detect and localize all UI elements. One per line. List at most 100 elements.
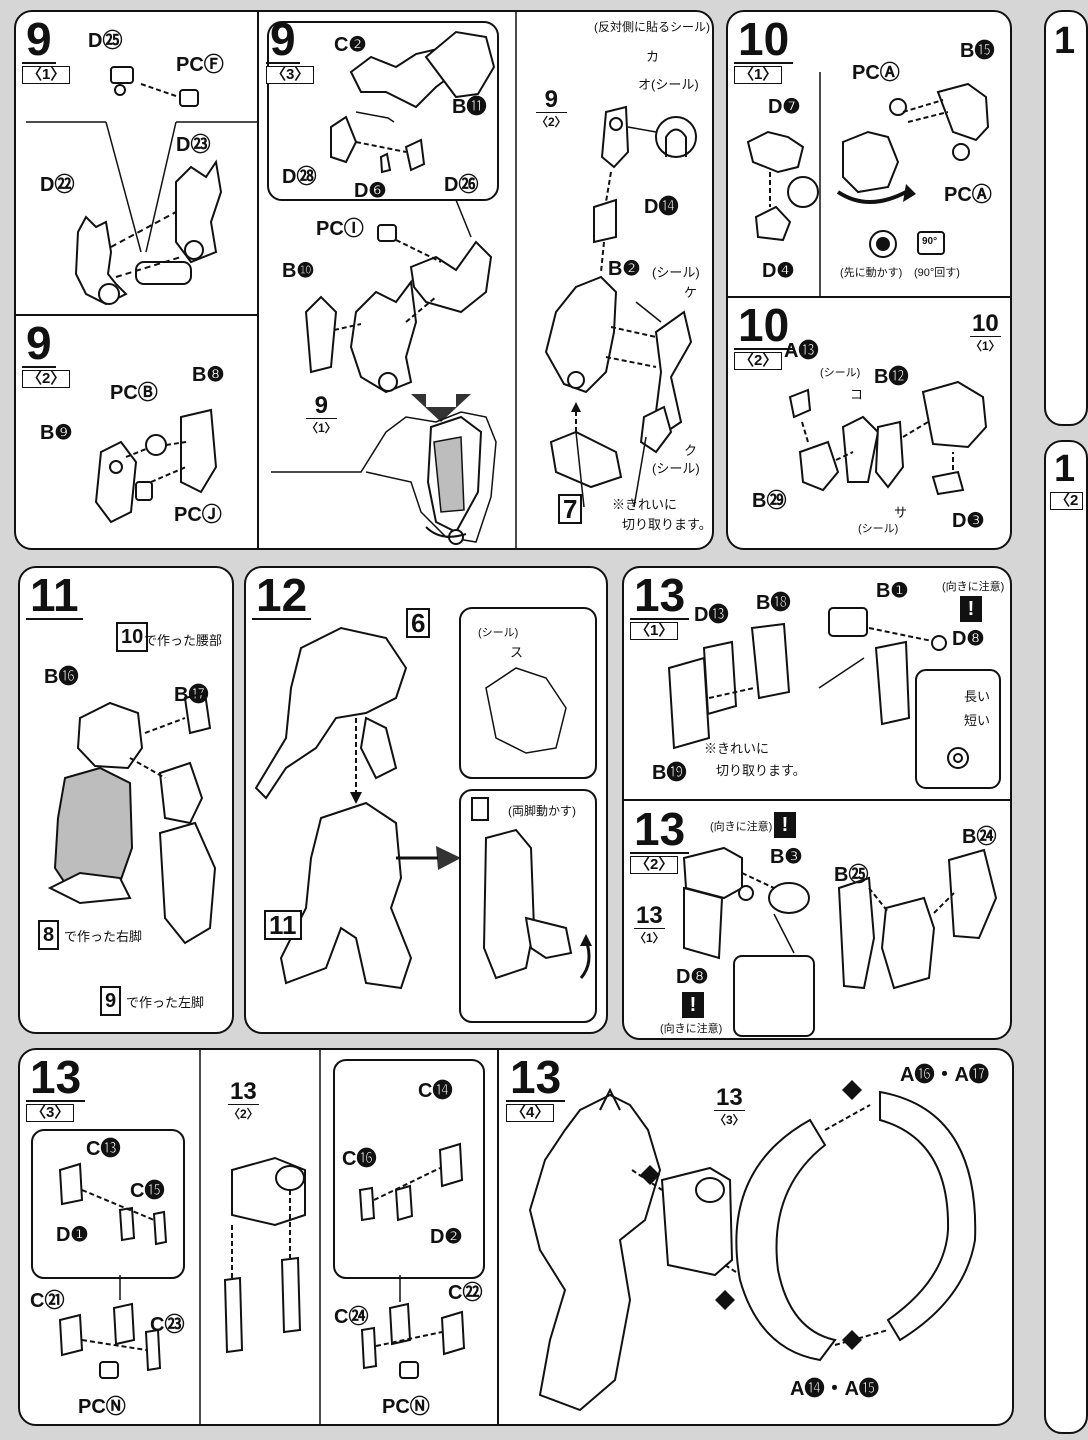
step-12-panel: 12 6 11 (シール) ス (両脚動かす) <box>244 566 608 1034</box>
step-13-panel-b: 13 〈3〉 C⓭ C⓯ D❶ C㉑ C㉓ PCⓃ C⓮ C⓰ D❷ C㉔ C㉒… <box>18 1048 1014 1426</box>
length-label: 長い <box>964 689 991 704</box>
part-label: B❸ <box>770 846 803 868</box>
part-label: PCⒷ <box>110 382 158 404</box>
step-number: 1 <box>1054 448 1076 490</box>
part-label: C❷ <box>334 34 367 56</box>
step-9-panel: 9 〈1〉 D㉕ PCⒻ D㉓ D㉒ 9 〈2〉 PCⒷ B❽ B❾ PCⒿ 9… <box>14 10 714 550</box>
sticker-label: (シール) <box>858 523 899 535</box>
substep-label: 〈2〉 <box>22 370 71 388</box>
substep-label: 〈3〉 <box>266 66 315 84</box>
part-label: D㉕ <box>88 30 123 52</box>
step-10-panel: 10 〈1〉 D❼ PCⒶ B⓯ PCⒶ D❹ (先に動かす) (90°回す) … <box>726 10 1012 550</box>
part-label: B❾ <box>40 422 73 444</box>
step-reference-9: 9 <box>100 986 122 1016</box>
sticker-code: コ <box>850 387 864 402</box>
part-label: PCⓃ <box>78 1396 126 1418</box>
part-label: A⓮・A⓯ <box>790 1378 879 1400</box>
cut-note: 切り取ります。 <box>622 517 712 532</box>
step-12-art <box>254 607 597 1023</box>
part-label: B㉙ <box>752 490 787 512</box>
ref-number: 13 <box>634 902 665 929</box>
part-label: D㉒ <box>40 174 75 196</box>
sticker-note: (反対側に貼るシール) <box>594 20 710 34</box>
step-number: 1 <box>1054 20 1076 62</box>
step-reference: 10 〈1〉 <box>970 312 1001 354</box>
part-label: D❻ <box>354 180 387 202</box>
substep-label: 〈3〉 <box>26 1104 75 1122</box>
part-label: C㉓ <box>150 1314 185 1336</box>
step-13b-art <box>31 1050 977 1424</box>
substep-label: 〈4〉 <box>506 1104 555 1122</box>
step-reference-6: 6 <box>406 608 431 638</box>
step-number: 10 <box>734 16 794 64</box>
substep-label: 〈1〉 <box>630 622 679 640</box>
step-11-panel: 11 10 で作った腰部 B⓰ B⓱ 8 で作った右脚 9 で作った左脚 <box>18 566 234 1034</box>
substep-label: 〈2〉 <box>630 856 679 874</box>
part-label: D⓭ <box>694 604 729 626</box>
part-label: PCⓃ <box>382 1396 430 1418</box>
warning-note: (向きに注意) <box>660 1023 723 1035</box>
part-label: B㉔ <box>962 826 997 848</box>
rotate-note: (90°回す) <box>914 267 960 279</box>
step-reference-10: 10 <box>116 622 149 652</box>
warning-icon: ! <box>682 992 704 1018</box>
part-label: C⓰ <box>342 1148 377 1170</box>
next-step-panel-edge: 1 <box>1044 10 1088 426</box>
ref-caption: で作った左脚 <box>126 995 205 1010</box>
ref-number: 13 <box>228 1078 259 1105</box>
part-label: D⓮ <box>644 196 679 218</box>
part-label: B❷ <box>608 258 641 280</box>
ref-substep: 〈1〉 <box>634 931 665 945</box>
next-step-panel-edge-2: 1 〈2 <box>1044 440 1088 1434</box>
step-reference: 9 〈2〉 <box>536 88 567 130</box>
sticker-label: (シール) <box>652 461 700 476</box>
ref-caption: で作った右脚 <box>64 929 143 944</box>
sticker-code: オ(シール) <box>638 77 699 92</box>
step-number: 10 <box>734 302 794 350</box>
step-reference-8: 8 <box>38 920 60 950</box>
part-label: D❷ <box>430 1226 463 1248</box>
step-9-separators <box>16 12 697 548</box>
step-11-art <box>47 691 217 945</box>
part-label: C⓭ <box>86 1138 121 1160</box>
part-label: D㉖ <box>444 174 479 196</box>
part-label: B❶ <box>876 580 909 602</box>
part-label: A⓰・A⓱ <box>900 1064 989 1086</box>
sticker-label: (シール) <box>652 265 700 280</box>
sticker-code: ス <box>510 645 524 660</box>
part-label: D❹ <box>762 260 795 282</box>
sticker-code: ク <box>684 443 698 458</box>
part-label: B❿ <box>282 260 315 282</box>
part-label: C⓮ <box>418 1080 453 1102</box>
step-reference: 13 〈2〉 <box>228 1080 259 1122</box>
part-label: C㉑ <box>30 1290 65 1312</box>
cut-note: ※きれいに <box>704 741 770 756</box>
warning-note: (向きに注意) <box>710 821 773 833</box>
part-label: B❽ <box>192 364 225 386</box>
part-label: D㉓ <box>176 134 211 156</box>
step-number: 13 <box>630 572 690 620</box>
substep-label: 〈1〉 <box>734 66 783 84</box>
part-label: A⓭ <box>784 340 819 362</box>
part-label: D❶ <box>56 1224 89 1246</box>
ref-substep: 〈2〉 <box>536 115 567 129</box>
part-label: PCⒾ <box>316 218 364 240</box>
step-number: 13 <box>26 1054 86 1102</box>
cut-note: ※きれいに <box>612 497 678 512</box>
ref-substep: 〈3〉 <box>714 1113 745 1127</box>
step-reference: 13 〈1〉 <box>634 904 665 946</box>
substep-label: 〈2 <box>1050 492 1084 510</box>
part-label: C㉒ <box>448 1282 483 1304</box>
step-number: 9 <box>22 16 56 64</box>
sticker-label: (シール) <box>820 367 861 379</box>
part-label: D❼ <box>768 96 801 118</box>
step-reference-11: 11 <box>264 910 302 940</box>
sticker-code: ケ <box>684 285 698 300</box>
step-number: 12 <box>252 572 312 620</box>
step-number: 9 <box>22 320 56 368</box>
ref-number: 9 <box>306 394 337 419</box>
step-13a-art <box>624 607 1010 1037</box>
warning-icon: ! <box>774 812 796 838</box>
part-label: PCⒻ <box>176 54 224 76</box>
step-reference-7: 7 <box>558 494 583 524</box>
